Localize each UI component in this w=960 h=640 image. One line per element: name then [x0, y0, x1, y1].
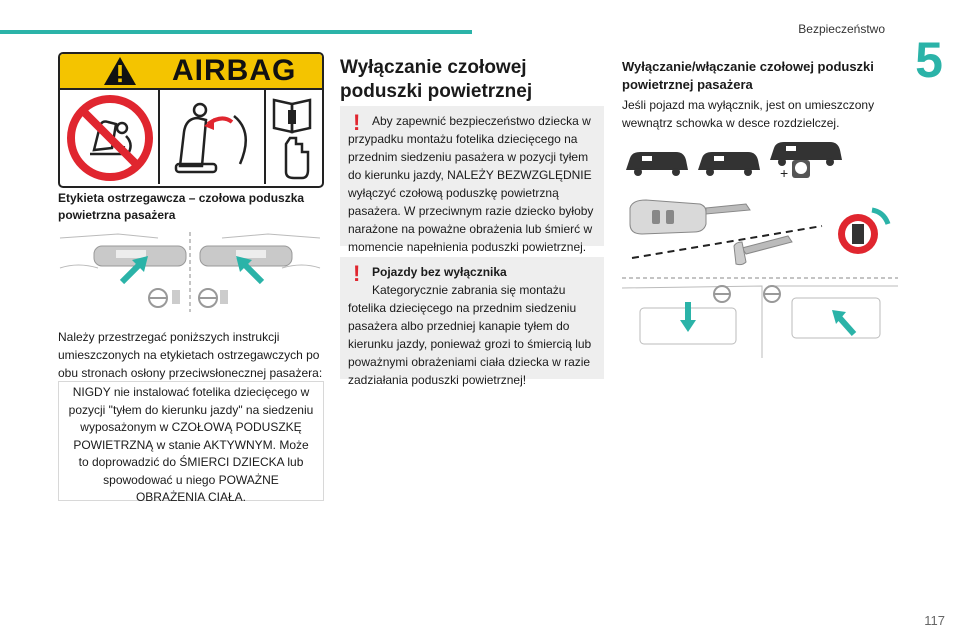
van-icon — [626, 152, 688, 176]
exclamation-icon: ! — [353, 261, 361, 286]
key-icon — [629, 199, 751, 235]
exclamation-icon: ! — [353, 110, 361, 135]
section-heading-airbag-deactivation: Wyłączanie czołowej poduszki powietrznej… — [340, 57, 533, 126]
airbag-label-title: AIRBAG — [172, 54, 297, 87]
warning-text: NIGDY nie instalować fotelika dziecięceg… — [68, 385, 314, 504]
airbag-label-pictograms — [60, 90, 322, 184]
read-manual-icon — [272, 98, 312, 180]
airbag-label-header: AIRBAG — [60, 54, 322, 90]
plus-sign: + — [780, 165, 788, 181]
airbag-warning-label: AIRBAG — [58, 52, 324, 188]
van-icon — [698, 152, 760, 176]
airbag-switch-icon — [838, 207, 891, 254]
warning-box: NIGDY nie instalować fotelika dziecięceg… — [58, 381, 324, 504]
section-title: Bezpieczeństwo — [798, 22, 885, 36]
airbag-switch-illustration: + — [622, 142, 898, 358]
header-accent-bar — [0, 30, 472, 34]
chapter-number: 5 — [915, 32, 943, 88]
no-switch-note-title: Pojazdy bez wyłącznika — [372, 265, 507, 279]
page-number: 117 — [924, 613, 945, 628]
no-switch-note-text: Kategorycznie zabrania się montażu fotel… — [348, 283, 592, 387]
warning-triangle-icon — [104, 57, 136, 85]
sun-visor-illustration — [59, 232, 321, 312]
arrow-icon — [119, 256, 148, 285]
no-rear-facing-child-seat-icon — [67, 95, 153, 181]
no-switch-note: ! Pojazdy bez wyłącznika Kategorycznie z… — [340, 257, 604, 387]
van-icon — [770, 142, 842, 166]
section-heading-switch: Wyłączanie/włączanie czołowej poduszki p… — [622, 59, 874, 92]
steering-wheel-icon — [148, 288, 218, 308]
arrow-icon — [680, 302, 696, 332]
arrow-icon — [832, 310, 857, 336]
steering-wheel-icon — [713, 285, 781, 303]
arrow-icon — [236, 256, 265, 285]
safety-note-text: Aby zapewnić bezpieczeństwo dziecka w pr… — [348, 114, 594, 254]
label-caption: Etykieta ostrzegawcza – czołowa poduszka… — [58, 191, 305, 222]
airbag-deployment-icon — [174, 102, 247, 174]
passenger-seat-badge-icon — [792, 160, 810, 178]
key-blade-icon — [733, 235, 793, 266]
switch-location-text: Jeśli pojazd ma wyłącznik, jest on umies… — [622, 98, 875, 130]
instructions-paragraph: Należy przestrzegać poniższych instrukcj… — [58, 330, 323, 380]
safety-note: ! Aby zapewnić bezpieczeństwo dziecka w … — [340, 106, 604, 254]
